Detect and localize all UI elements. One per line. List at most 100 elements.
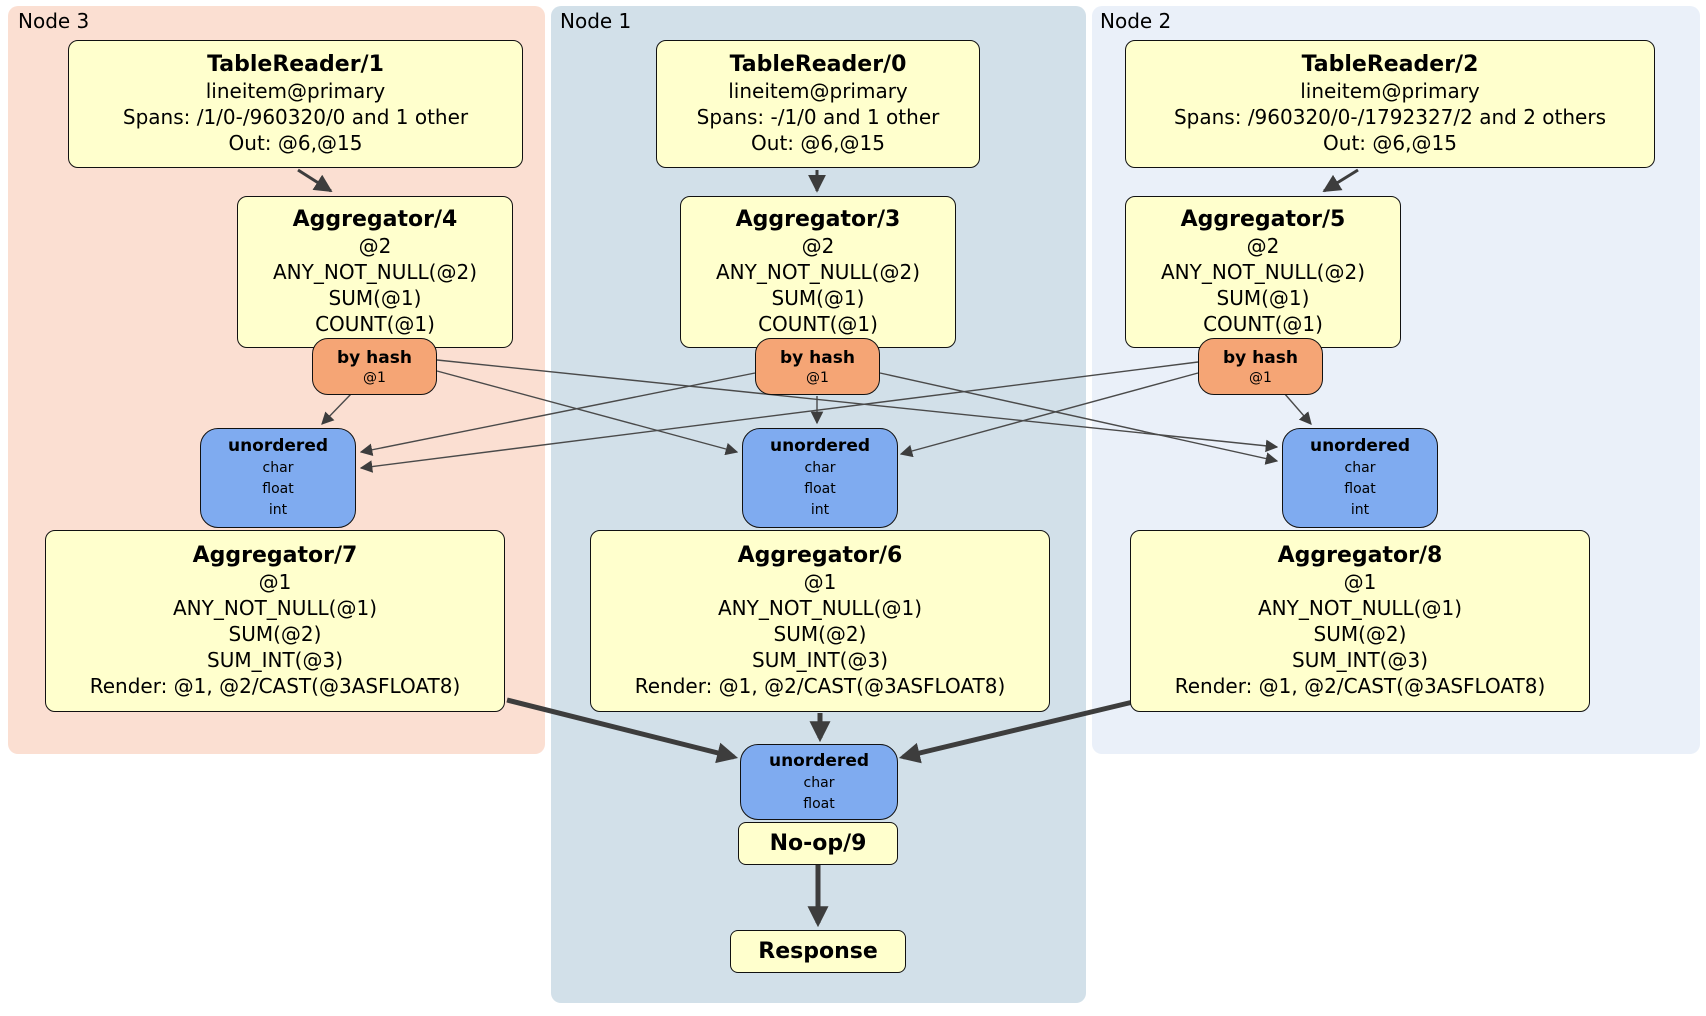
node-agg-fn: ANY_NOT_NULL(@1): [1258, 596, 1462, 620]
node-aggregator-4: Aggregator/4 @2 ANY_NOT_NULL(@2) SUM(@1)…: [237, 196, 513, 348]
sync-type: char: [803, 774, 835, 791]
node-out: Out: @6,@15: [1323, 131, 1457, 155]
node-agg-fn: ANY_NOT_NULL(@2): [1161, 260, 1365, 284]
node-agg-fn: SUM(@2): [773, 622, 867, 646]
edge-router2-sync3: [359, 361, 1199, 473]
node-render: Render: @1, @2/CAST(@3ASFLOAT8): [1174, 674, 1546, 698]
sync-type: float: [262, 481, 294, 497]
router-key: @1: [1249, 369, 1272, 386]
sync-unordered-node2: unordered char float int: [1282, 428, 1438, 528]
node-group-col: @2: [358, 234, 392, 258]
node-group-col: @2: [1246, 234, 1280, 258]
node-tablereader-2: TableReader/2 lineitem@primary Spans: /9…: [1125, 40, 1655, 168]
node-tablereader-1: TableReader/1 lineitem@primary Spans: /1…: [68, 40, 523, 168]
sync-type: float: [1344, 481, 1376, 497]
node-title: TableReader/0: [729, 52, 907, 77]
node-agg-fn: ANY_NOT_NULL(@2): [273, 260, 477, 284]
node-title: Aggregator/4: [292, 207, 458, 232]
node-tablereader-0: TableReader/0 lineitem@primary Spans: -/…: [656, 40, 980, 168]
sync-title: unordered: [768, 750, 870, 771]
node-agg-fn: SUM(@1): [328, 286, 422, 310]
node-group-col: @2: [801, 234, 835, 258]
node-group-col: @1: [803, 570, 837, 594]
node-out: Out: @6,@15: [228, 131, 363, 155]
sync-type: char: [262, 460, 294, 476]
node-title: No-op/9: [769, 831, 867, 856]
router-by-hash-node1: by hash @1: [755, 338, 880, 395]
node-spans: Spans: /960320/0-/1792327/2 and 2 others: [1173, 105, 1606, 129]
sync-unordered-node3: unordered char float int: [200, 428, 356, 528]
edge-tr2-agg5: [1322, 168, 1359, 193]
sync-title: unordered: [227, 436, 329, 456]
node-spans: Spans: /1/0-/960320/0 and 1 other: [122, 105, 469, 129]
node-index: lineitem@primary: [205, 79, 386, 103]
node-agg-fn: ANY_NOT_NULL(@1): [718, 596, 922, 620]
node-title: TableReader/1: [207, 52, 384, 77]
sync-type: char: [1344, 460, 1376, 476]
edge-router3-sync3: [321, 392, 353, 425]
node-group-col: @1: [1343, 570, 1377, 594]
panel-node3-label: Node 3: [18, 9, 90, 33]
node-agg-fn: ANY_NOT_NULL(@1): [173, 596, 377, 620]
sync-type: int: [268, 502, 288, 518]
edge-router2-sync2: [1283, 392, 1312, 425]
node-agg-fn: COUNT(@1): [758, 312, 878, 336]
node-title: Aggregator/7: [192, 543, 358, 568]
router-key: @1: [806, 369, 829, 386]
sync-type: float: [803, 795, 835, 812]
node-noop-9: No-op/9: [738, 822, 898, 865]
node-agg-fn: SUM_INT(@3): [752, 648, 888, 672]
node-title: TableReader/2: [1301, 52, 1479, 77]
sync-unordered-final: unordered char float: [740, 744, 898, 820]
node-title: Aggregator/6: [737, 543, 903, 568]
node-response: Response: [730, 930, 906, 973]
node-title: Aggregator/3: [735, 207, 901, 232]
node-agg-fn: COUNT(@1): [315, 312, 435, 336]
node-agg-fn: SUM(@2): [228, 622, 322, 646]
router-by-hash-node3: by hash @1: [312, 338, 437, 395]
node-render: Render: @1, @2/CAST(@3ASFLOAT8): [634, 674, 1006, 698]
router-title: by hash: [780, 347, 855, 368]
edge-agg7-final-sync: [506, 697, 739, 764]
router-title: by hash: [337, 347, 412, 368]
node-render: Render: @1, @2/CAST(@3ASFLOAT8): [89, 674, 461, 698]
edge-router3-sync1: [436, 370, 739, 456]
edge-router1-sync3: [359, 372, 756, 456]
sync-title: unordered: [769, 436, 871, 456]
node-aggregator-3: Aggregator/3 @2 ANY_NOT_NULL(@2) SUM(@1)…: [680, 196, 956, 348]
panel-node2-label: Node 2: [1100, 9, 1172, 33]
node-aggregator-7: Aggregator/7 @1 ANY_NOT_NULL(@1) SUM(@2)…: [45, 530, 505, 712]
node-title: Aggregator/8: [1277, 543, 1443, 568]
edge-agg8-final-sync: [898, 699, 1134, 764]
node-group-col: @1: [258, 570, 292, 594]
edge-tr1-agg4: [297, 168, 333, 193]
sync-type: int: [1350, 502, 1370, 518]
node-agg-fn: SUM(@1): [771, 286, 865, 310]
sync-type: char: [804, 460, 836, 476]
sync-title: unordered: [1309, 436, 1411, 456]
node-title: Aggregator/5: [1180, 207, 1346, 232]
node-agg-fn: ANY_NOT_NULL(@2): [716, 260, 920, 284]
router-key: @1: [363, 369, 386, 386]
router-by-hash-node2: by hash @1: [1198, 338, 1323, 395]
node-agg-fn: SUM(@1): [1216, 286, 1310, 310]
node-agg-fn: SUM(@2): [1313, 622, 1407, 646]
sync-unordered-node1: unordered char float int: [742, 428, 898, 528]
node-index: lineitem@primary: [1300, 79, 1480, 103]
node-agg-fn: SUM_INT(@3): [1292, 648, 1428, 672]
router-title: by hash: [1223, 347, 1298, 368]
node-title: Response: [758, 939, 878, 964]
edge-router2-sync1: [899, 372, 1199, 458]
node-spans: Spans: -/1/0 and 1 other: [696, 105, 940, 129]
panel-node1-label: Node 1: [560, 9, 632, 33]
node-index: lineitem@primary: [728, 79, 908, 103]
node-aggregator-6: Aggregator/6 @1 ANY_NOT_NULL(@1) SUM(@2)…: [590, 530, 1050, 712]
edge-router1-sync2: [879, 372, 1279, 465]
node-aggregator-8: Aggregator/8 @1 ANY_NOT_NULL(@1) SUM(@2)…: [1130, 530, 1590, 712]
node-aggregator-5: Aggregator/5 @2 ANY_NOT_NULL(@2) SUM(@1)…: [1125, 196, 1401, 348]
sync-type: float: [804, 481, 836, 497]
node-agg-fn: COUNT(@1): [1203, 312, 1323, 336]
edge-router3-sync2: [436, 359, 1279, 453]
